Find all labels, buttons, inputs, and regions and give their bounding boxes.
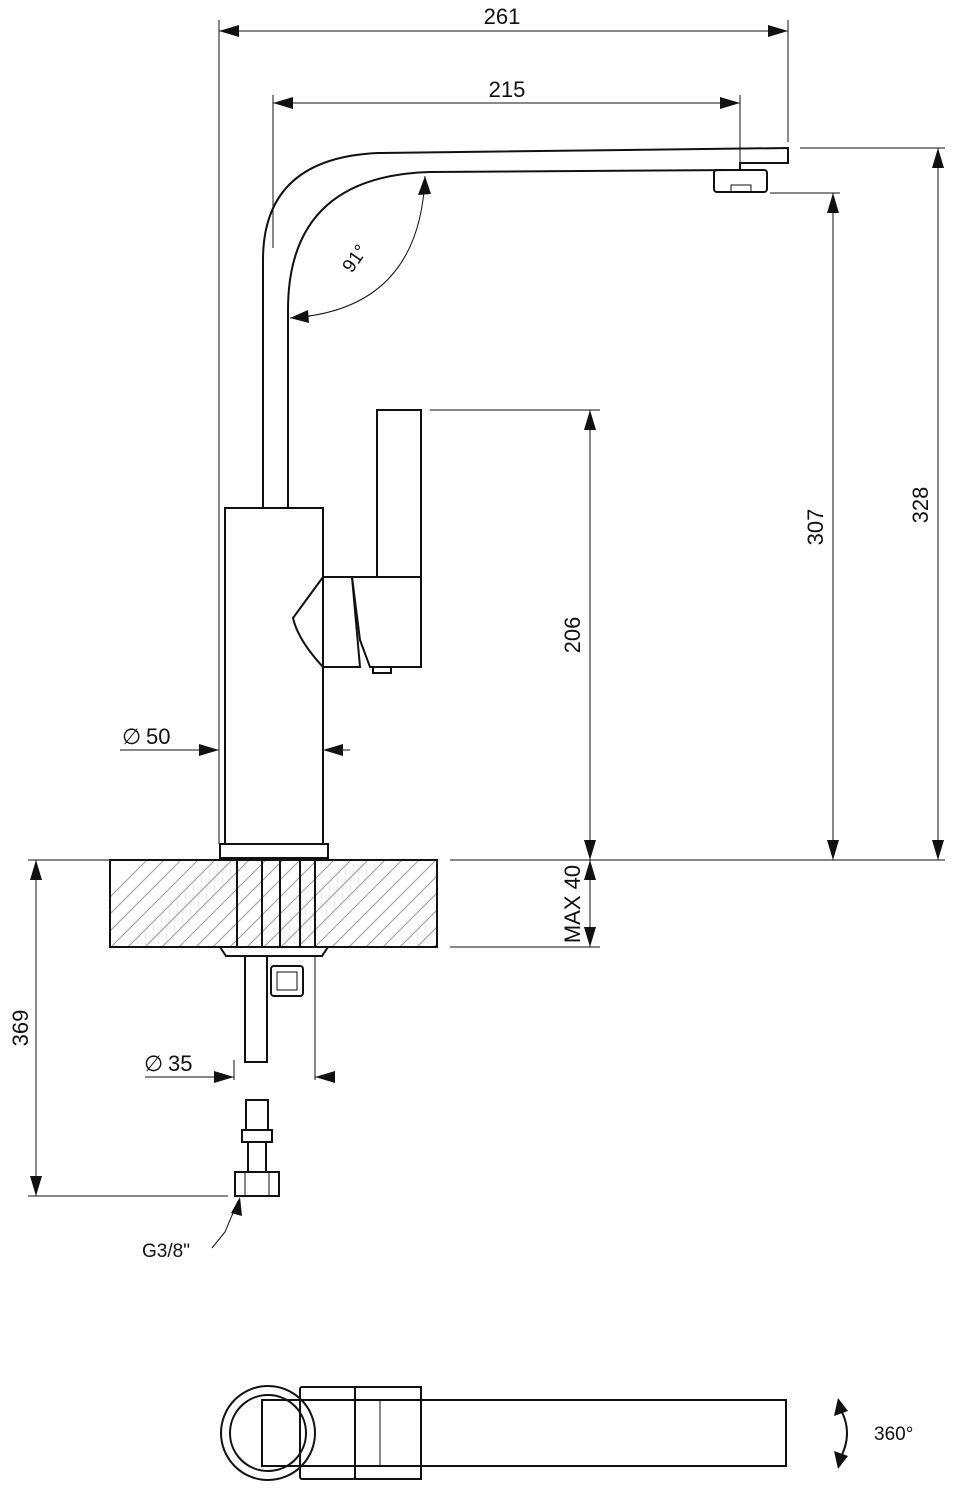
hatch-line bbox=[127, 860, 216, 947]
counter-hatching bbox=[110, 860, 555, 947]
dim-spout-angle: 91° bbox=[339, 241, 373, 277]
dim-overall-reach: 261 bbox=[484, 4, 521, 29]
rotation-label: 360° bbox=[874, 1424, 913, 1445]
hatch-line bbox=[382, 892, 437, 947]
hatch-line bbox=[433, 943, 437, 947]
g38-connector bbox=[234, 1171, 280, 1197]
faucet-side-view bbox=[219, 146, 789, 859]
hatch-line bbox=[229, 860, 318, 947]
dim-hose-length: 369 bbox=[8, 1010, 33, 1047]
hatch-line bbox=[178, 860, 267, 947]
aerator bbox=[713, 169, 768, 193]
connection-label: G3/8" bbox=[142, 1241, 190, 1262]
hatch-line bbox=[110, 860, 165, 915]
hatch-line bbox=[451, 860, 538, 947]
hose-fitting bbox=[245, 1099, 269, 1131]
spout-tube bbox=[262, 146, 789, 508]
dimension-labels: 261 215 91° 328 307 206 MAX 40 369 ∅ 50 … bbox=[8, 4, 933, 1262]
hatch-line bbox=[110, 860, 182, 932]
hatch-line bbox=[314, 860, 403, 947]
aerator-slot bbox=[730, 184, 752, 193]
lever-handle bbox=[376, 409, 422, 578]
hatch-line bbox=[399, 909, 437, 947]
top-spout bbox=[261, 1399, 787, 1467]
countertop-section bbox=[109, 859, 555, 1197]
base-ring bbox=[219, 843, 329, 859]
dim-body-diameter: 50 bbox=[146, 724, 170, 749]
hatch-line bbox=[468, 860, 555, 947]
lever-base bbox=[350, 576, 422, 668]
mount-nut bbox=[270, 965, 304, 997]
faucet-body bbox=[224, 507, 324, 845]
hatch-line bbox=[297, 860, 386, 947]
hatch-line bbox=[144, 860, 233, 947]
hatch-line bbox=[161, 860, 250, 947]
diameter-symbol-35: ∅ bbox=[144, 1051, 163, 1076]
top-body-circle bbox=[220, 1385, 316, 1481]
cartridge-housing bbox=[291, 576, 362, 668]
hatch-line bbox=[416, 926, 437, 947]
diameter-symbol-50: ∅ bbox=[122, 724, 141, 749]
hatch-line bbox=[331, 860, 420, 947]
dim-counter-max: MAX 40 bbox=[560, 865, 585, 943]
faucet-top-view: 360° bbox=[220, 1385, 913, 1481]
dimension-lines bbox=[28, 20, 945, 1249]
dim-shank-diameter: 35 bbox=[168, 1051, 192, 1076]
angle-arc bbox=[289, 175, 426, 319]
hatch-line bbox=[110, 860, 148, 898]
hatch-line bbox=[365, 875, 437, 947]
hatch-line bbox=[348, 860, 437, 947]
hatch-line bbox=[263, 860, 352, 947]
hatch-line bbox=[110, 860, 199, 947]
lever-screw bbox=[372, 666, 392, 674]
dim-height-outlet: 307 bbox=[803, 509, 828, 546]
hose-tube bbox=[244, 955, 268, 1063]
hatch-line bbox=[212, 860, 301, 947]
hatch-line bbox=[246, 860, 335, 947]
hatch-line bbox=[195, 860, 284, 947]
dim-height-lever: 206 bbox=[560, 617, 585, 654]
dim-height-total: 328 bbox=[908, 487, 933, 524]
dim-spout-reach: 215 bbox=[489, 77, 526, 102]
hatch-line bbox=[280, 860, 369, 947]
mount-plate bbox=[218, 946, 330, 957]
